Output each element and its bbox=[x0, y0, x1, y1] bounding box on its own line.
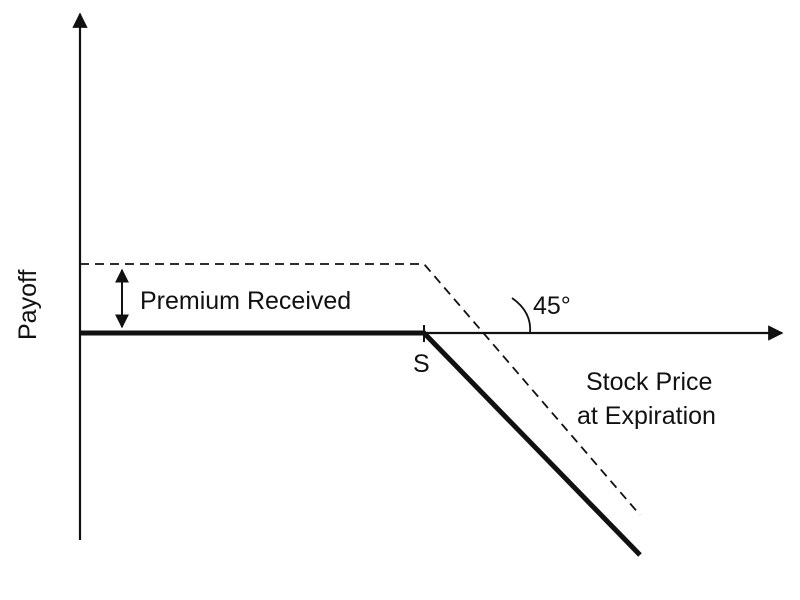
premium-received-label: Premium Received bbox=[140, 287, 351, 315]
y-axis-label: Payoff bbox=[14, 270, 42, 340]
x-axis-label-line1: Stock Price bbox=[586, 368, 712, 396]
angle-label: 45° bbox=[533, 292, 571, 320]
strike-label: S bbox=[413, 350, 430, 378]
x-axis-label-line2: at Expiration bbox=[577, 402, 716, 430]
angle-arc bbox=[511, 297, 532, 334]
solid-payoff-line bbox=[80, 330, 642, 557]
